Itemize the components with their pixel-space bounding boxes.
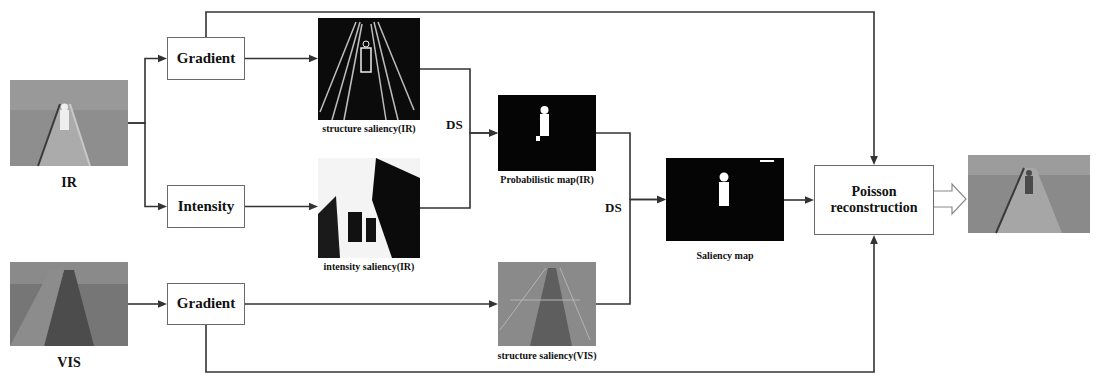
saliency-map-image [666,158,784,241]
connector [128,59,159,124]
box-label: Poisson reconstruction [815,184,933,216]
connector [128,303,159,305]
image-node: IR [10,80,128,166]
connector [420,133,490,208]
image-caption: Probabilistic map(IR) [500,174,593,185]
arrow-head [309,55,318,63]
operator-label: DS [605,201,622,215]
image-node: VIS [10,262,128,346]
arrow-head [805,196,814,204]
image-caption: IR [61,175,77,190]
image-node: structure saliency(IR) [318,18,420,120]
connector [128,123,159,207]
arrow-head [158,300,167,308]
arrow-head [158,55,167,63]
arrow-head [870,156,878,165]
image-caption: VIS [57,355,80,370]
arrow-head [870,235,878,244]
arrow-head [489,129,498,137]
image-caption: Saliency map [697,250,754,261]
arrow-head [489,300,498,308]
image-caption: structure saliency(VIS) [498,350,597,361]
connector [245,303,490,305]
fused-output-image [968,155,1090,233]
arrow-head [657,196,666,204]
connector [245,206,310,208]
probabilistic-map-image [498,95,596,171]
image-caption: structure saliency(IR) [322,123,415,134]
image-node: Saliency map [666,158,784,241]
connector [420,69,490,133]
box-label: Gradient [173,50,239,67]
image-caption: intensity saliency(IR) [324,261,415,272]
image-node: Probabilistic map(IR) [498,95,596,171]
process-box: Gradient [167,283,245,325]
connector [206,243,874,372]
image-node: structure saliency(VIS) [498,262,596,346]
box-label: Intensity [174,198,239,215]
process-box: Intensity [167,185,245,228]
arrow-head [489,129,498,137]
output-arrow [932,184,966,214]
ir-image [10,80,128,166]
arrow-head [657,196,666,204]
connector [784,199,806,201]
process-box: Poisson reconstruction [814,165,934,235]
box-label: Gradient [173,295,239,312]
connector [206,12,874,157]
connector [596,133,658,200]
image-node: intensity saliency(IR) [318,158,420,258]
connector [245,58,310,60]
process-box: Gradient [167,37,245,80]
structure-saliency-vis-image [498,262,596,346]
structure-saliency-ir-image [318,18,420,120]
intensity-saliency-ir-image [318,158,420,258]
arrow-head [309,203,318,211]
vis-image [10,262,128,346]
arrow-head [158,203,167,211]
connector [596,200,658,305]
operator-label: DS [446,118,463,132]
